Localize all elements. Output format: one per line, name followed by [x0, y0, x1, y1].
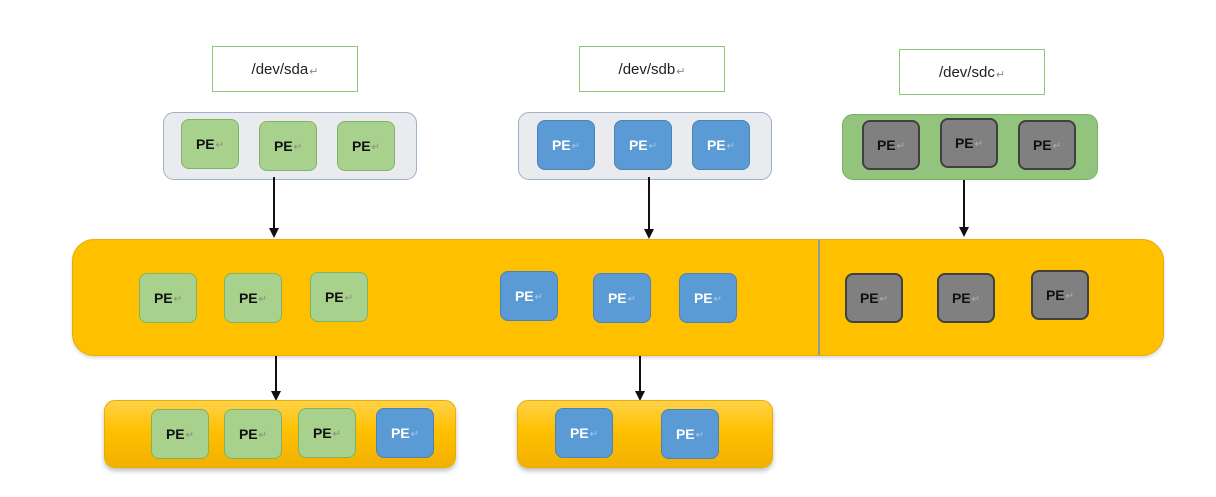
pe-label: PE [165, 426, 185, 442]
device-label-sda: /dev/sda↵ [212, 46, 358, 92]
physical-extent: PE↵ [310, 272, 368, 322]
return-icon: ↵ [879, 293, 889, 305]
arrow-line [639, 356, 641, 392]
pe-label: PE [607, 290, 627, 306]
pe-label: PE [569, 425, 589, 441]
return-icon: ↵ [896, 140, 906, 152]
pe-label: PE [312, 425, 332, 441]
physical-extent: PE↵ [555, 408, 613, 458]
pe-label: PE [628, 137, 648, 153]
pe-label: PE [390, 425, 410, 441]
physical-extent: PE↵ [337, 121, 395, 171]
physical-extent: PE↵ [139, 273, 197, 323]
return-icon: ↵ [589, 428, 599, 440]
return-icon: ↵ [258, 293, 268, 305]
pe-label: PE [876, 137, 896, 153]
physical-extent: PE↵ [692, 120, 750, 170]
arrow-head-icon [269, 228, 279, 238]
return-icon: ↵ [648, 140, 658, 152]
return-icon: ↵ [695, 429, 705, 441]
device-label-text: /dev/sdc [938, 63, 995, 81]
physical-extent: PE↵ [224, 409, 282, 459]
return-icon: ↵ [713, 293, 723, 305]
arrow-head-icon [959, 227, 969, 237]
device-label-sdb: /dev/sdb↵ [579, 46, 725, 92]
return-icon: ↵ [1052, 140, 1062, 152]
pe-label: PE [1032, 137, 1052, 153]
return-icon: ↵ [215, 139, 225, 151]
return-icon: ↵ [344, 292, 354, 304]
return-icon: ↵ [971, 293, 981, 305]
physical-extent: PE↵ [937, 273, 995, 323]
physical-extent: PE↵ [862, 120, 920, 170]
arrow-line [275, 356, 277, 392]
pe-label: PE [238, 426, 258, 442]
pe-label: PE [951, 290, 971, 306]
return-icon: ↵ [995, 68, 1006, 81]
pe-label: PE [351, 138, 371, 154]
return-icon: ↵ [293, 141, 303, 153]
return-icon: ↵ [371, 141, 381, 153]
return-icon: ↵ [676, 65, 686, 78]
pe-label: PE [954, 135, 974, 151]
device-label-text: /dev/sda [251, 60, 309, 78]
physical-extent: PE↵ [1018, 120, 1076, 170]
pe-label: PE [693, 290, 713, 306]
return-icon: ↵ [726, 140, 736, 152]
pe-label: PE [238, 290, 258, 306]
pe-label: PE [859, 290, 879, 306]
pe-label: PE [514, 288, 534, 304]
return-icon: ↵ [627, 293, 637, 305]
physical-extent: PE↵ [259, 121, 317, 171]
physical-extent: PE↵ [845, 273, 903, 323]
volume-group-divider [818, 240, 820, 355]
physical-extent: PE↵ [181, 119, 239, 169]
physical-extent: PE↵ [1031, 270, 1089, 320]
return-icon: ↵ [410, 428, 420, 440]
physical-extent: PE↵ [376, 408, 434, 458]
physical-extent: PE↵ [661, 409, 719, 459]
arrow-head-icon [644, 229, 654, 239]
pe-label: PE [675, 426, 695, 442]
physical-extent: PE↵ [593, 273, 651, 323]
arrow-head-icon [271, 391, 281, 401]
physical-extent: PE↵ [298, 408, 356, 458]
return-icon: ↵ [534, 291, 544, 303]
return-icon: ↵ [1065, 290, 1075, 302]
return-icon: ↵ [332, 428, 342, 440]
device-label-text: /dev/sdb [618, 60, 676, 78]
return-icon: ↵ [173, 293, 183, 305]
return-icon: ↵ [974, 138, 984, 150]
arrow-head-icon [635, 391, 645, 401]
physical-extent: PE↵ [151, 409, 209, 459]
arrow-line [273, 177, 275, 229]
arrow-line [963, 180, 965, 228]
physical-extent: PE↵ [940, 118, 998, 168]
pe-label: PE [1045, 287, 1065, 303]
return-icon: ↵ [185, 429, 195, 441]
physical-extent: PE↵ [614, 120, 672, 170]
physical-extent: PE↵ [537, 120, 595, 170]
return-icon: ↵ [258, 429, 268, 441]
physical-extent: PE↵ [500, 271, 558, 321]
arrow-line [648, 177, 650, 230]
pe-label: PE [706, 137, 726, 153]
physical-extent: PE↵ [679, 273, 737, 323]
pe-label: PE [195, 136, 215, 152]
pe-label: PE [551, 137, 571, 153]
pe-label: PE [324, 289, 344, 305]
device-label-sdc: /dev/sdc↵ [899, 49, 1045, 95]
physical-extent: PE↵ [224, 273, 282, 323]
pe-label: PE [153, 290, 173, 306]
pe-label: PE [273, 138, 293, 154]
return-icon: ↵ [571, 140, 581, 152]
return-icon: ↵ [309, 65, 319, 78]
